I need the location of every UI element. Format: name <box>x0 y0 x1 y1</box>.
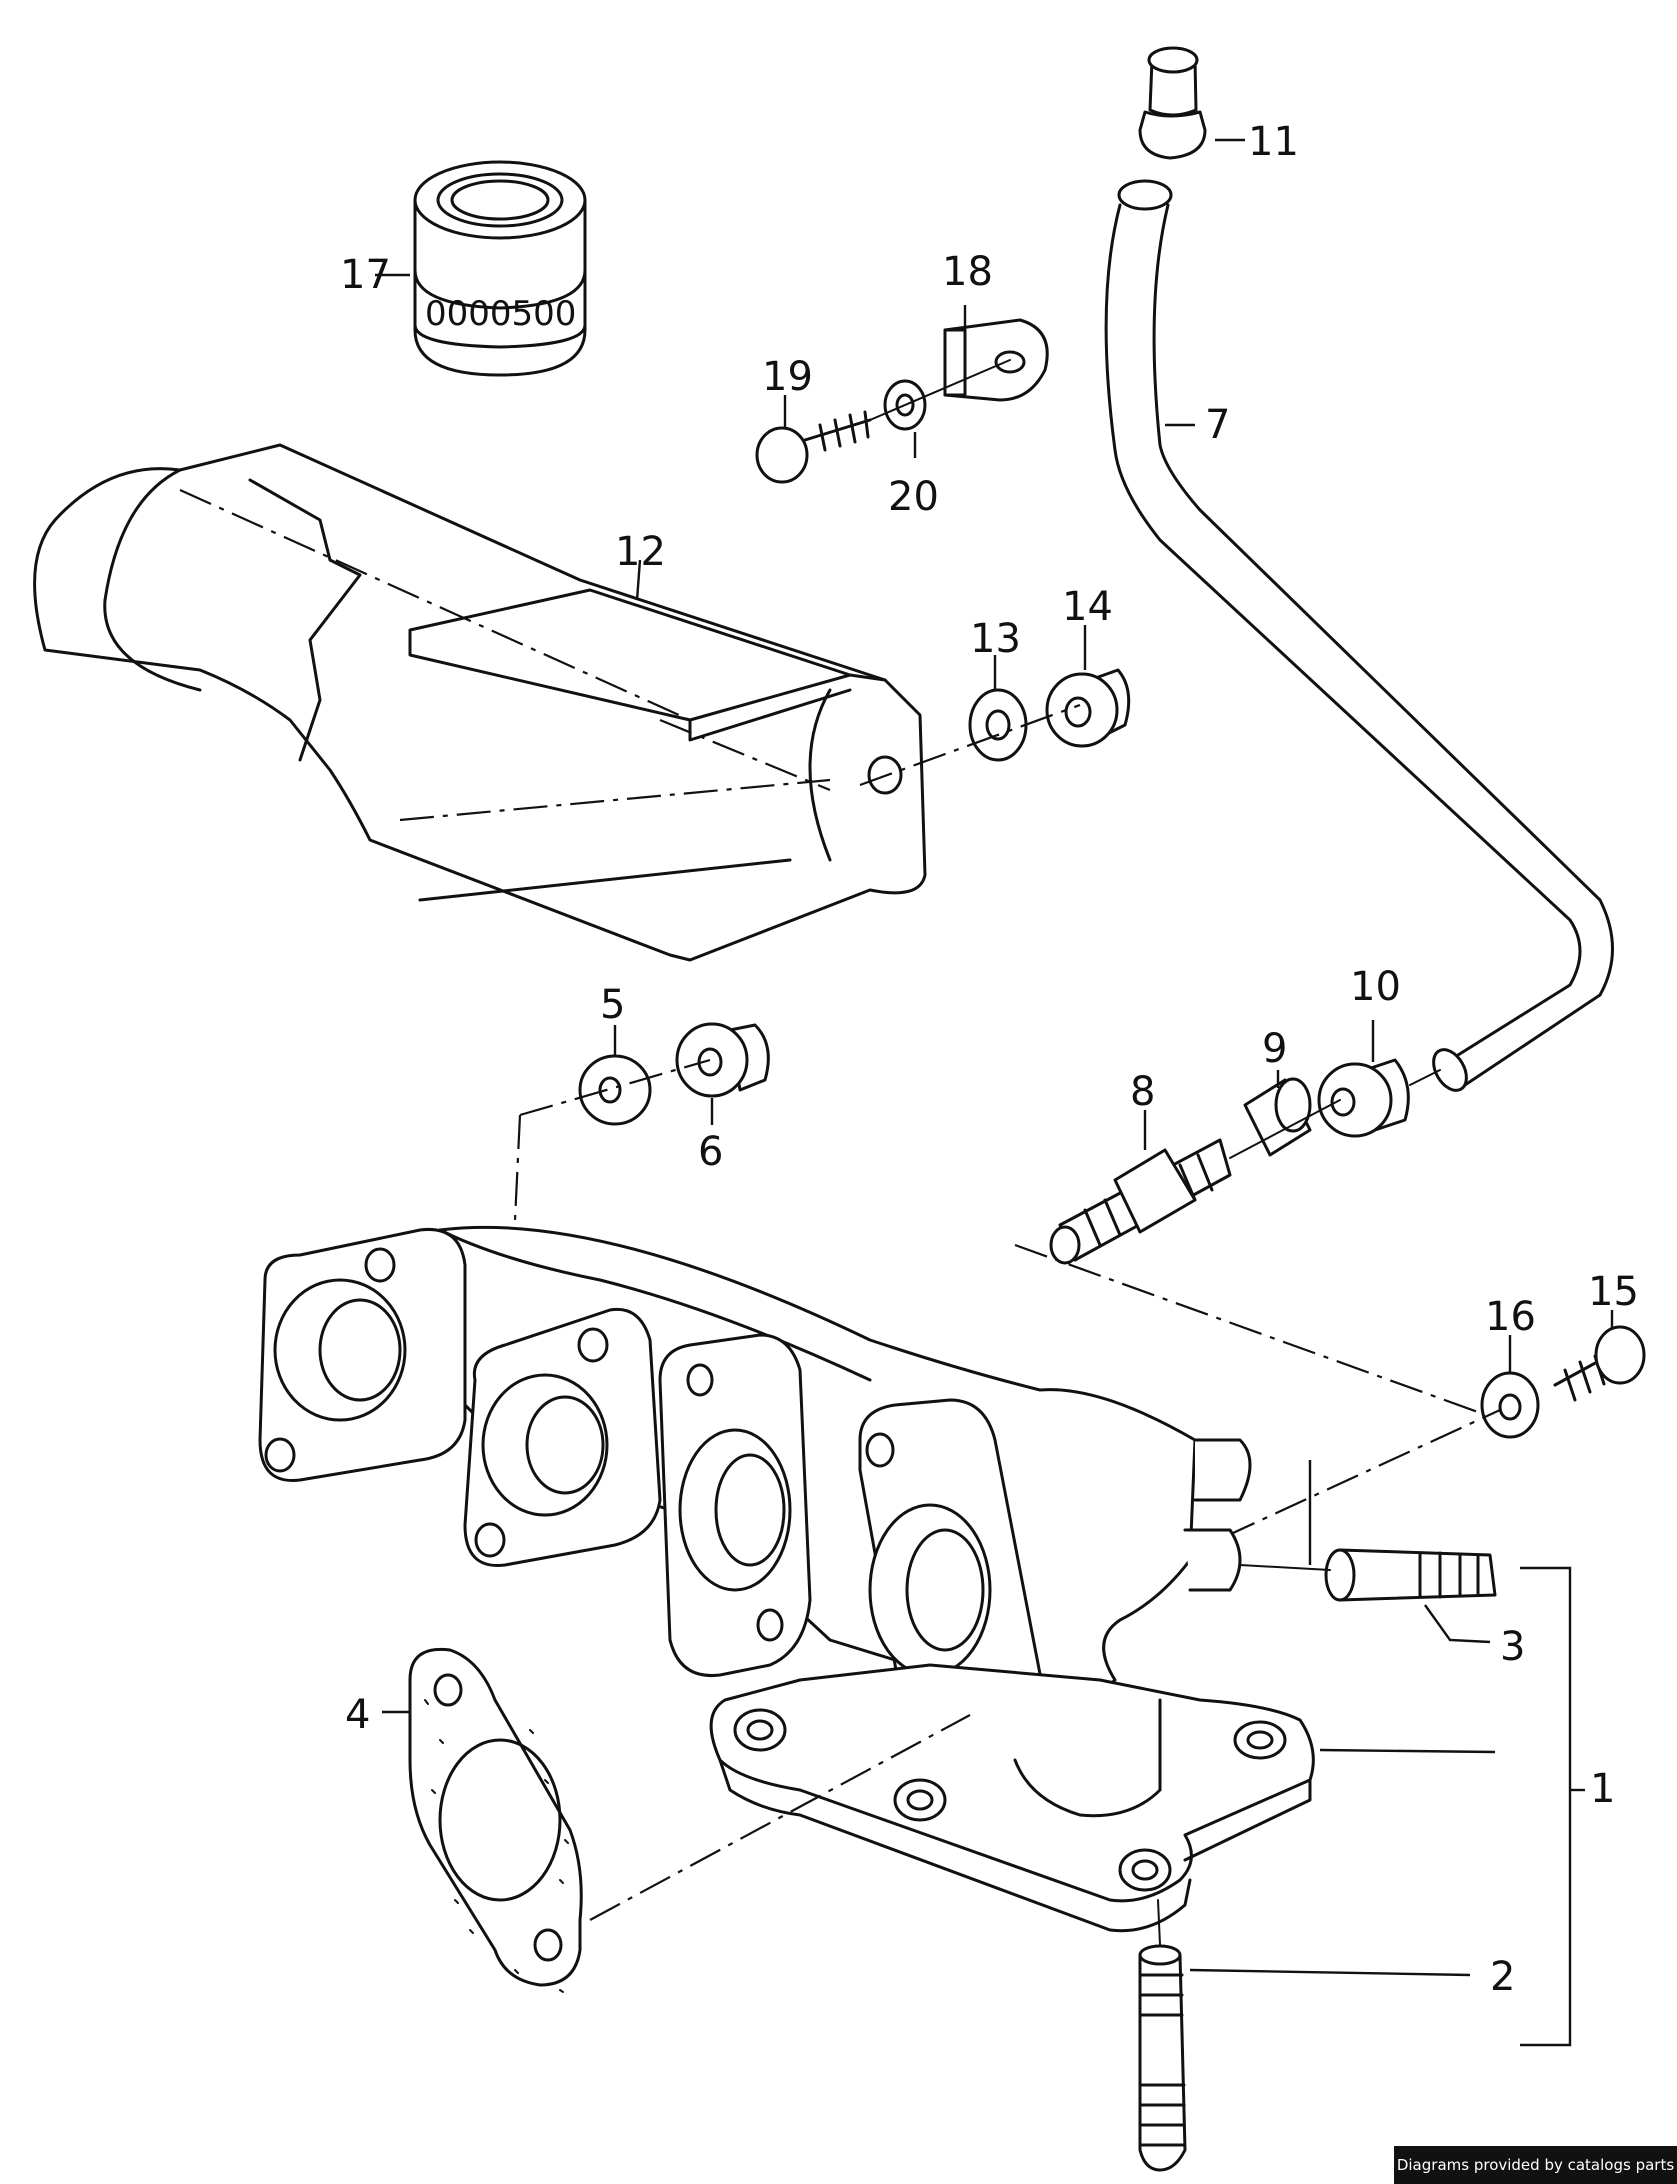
callout-19: 19 <box>762 354 813 400</box>
part-6-nut <box>675 1022 770 1098</box>
filter-marking: 0000500 <box>425 294 576 334</box>
part-13-washer <box>968 688 1028 762</box>
part-4-gasket <box>408 1647 583 1993</box>
part-17-filter: 0000500 <box>413 160 587 377</box>
callout-20: 20 <box>888 474 939 520</box>
axis-line-18 <box>869 359 1011 421</box>
callout-9: 9 <box>1262 1026 1287 1072</box>
part-8-sensor <box>1049 1138 1232 1265</box>
axis-line-8 <box>1229 1099 1341 1159</box>
axis-line-10 <box>1409 1069 1441 1086</box>
part-2-stud <box>1138 1944 1187 2172</box>
axis-line-3 <box>1239 1564 1331 1571</box>
callout-17: 17 <box>340 252 391 298</box>
part-5-washer <box>578 1054 652 1126</box>
callout-12: 12 <box>615 529 666 575</box>
axis-line-8b <box>1014 1243 1501 1422</box>
callout-6: 6 <box>698 1129 723 1175</box>
part-19-screw <box>755 410 872 484</box>
callout-18: 18 <box>942 249 993 295</box>
credit-banner: Diagrams provided by catalogs parts <box>1394 2146 1677 2184</box>
callout-16: 16 <box>1485 1294 1536 1340</box>
part-7-hose <box>1104 179 1614 1092</box>
callout-11: 11 <box>1248 119 1299 165</box>
part-11-cap <box>1138 46 1207 160</box>
part-9-sleeve <box>1243 1077 1312 1157</box>
part-15-bolt <box>1553 1325 1646 1402</box>
callout-1: 1 <box>1590 1766 1615 1812</box>
part-10-nut <box>1317 1058 1410 1138</box>
part-18-bracket <box>943 318 1049 402</box>
part-12-heat-shield <box>33 443 927 962</box>
axis-line-2 <box>1157 1899 1161 1946</box>
part-1-manifold <box>258 1225 1315 1933</box>
callout-14: 14 <box>1062 584 1113 630</box>
callout-2: 2 <box>1490 1954 1515 2000</box>
leader-lines <box>375 138 1614 2047</box>
axis-line-5 <box>519 1058 711 1117</box>
callout-10: 10 <box>1350 964 1401 1010</box>
callout-5: 5 <box>600 982 625 1028</box>
callout-4: 4 <box>345 1692 370 1738</box>
callout-13: 13 <box>970 616 1021 662</box>
callout-15: 15 <box>1588 1269 1639 1315</box>
callout-8: 8 <box>1130 1069 1155 1115</box>
part-3-stud <box>1324 1548 1497 1602</box>
callout-3: 3 <box>1500 1624 1525 1670</box>
part-16-washer <box>1480 1371 1540 1439</box>
axis-line-12 <box>859 703 1081 787</box>
callout-7: 7 <box>1205 402 1230 448</box>
callout-labels: 1 2 3 4 5 6 7 8 9 10 11 12 13 14 15 16 1… <box>340 119 1639 2000</box>
axis-line-4 <box>589 1714 971 1921</box>
axis-line-5b <box>513 1114 522 1221</box>
part-14-nut <box>1045 668 1131 748</box>
